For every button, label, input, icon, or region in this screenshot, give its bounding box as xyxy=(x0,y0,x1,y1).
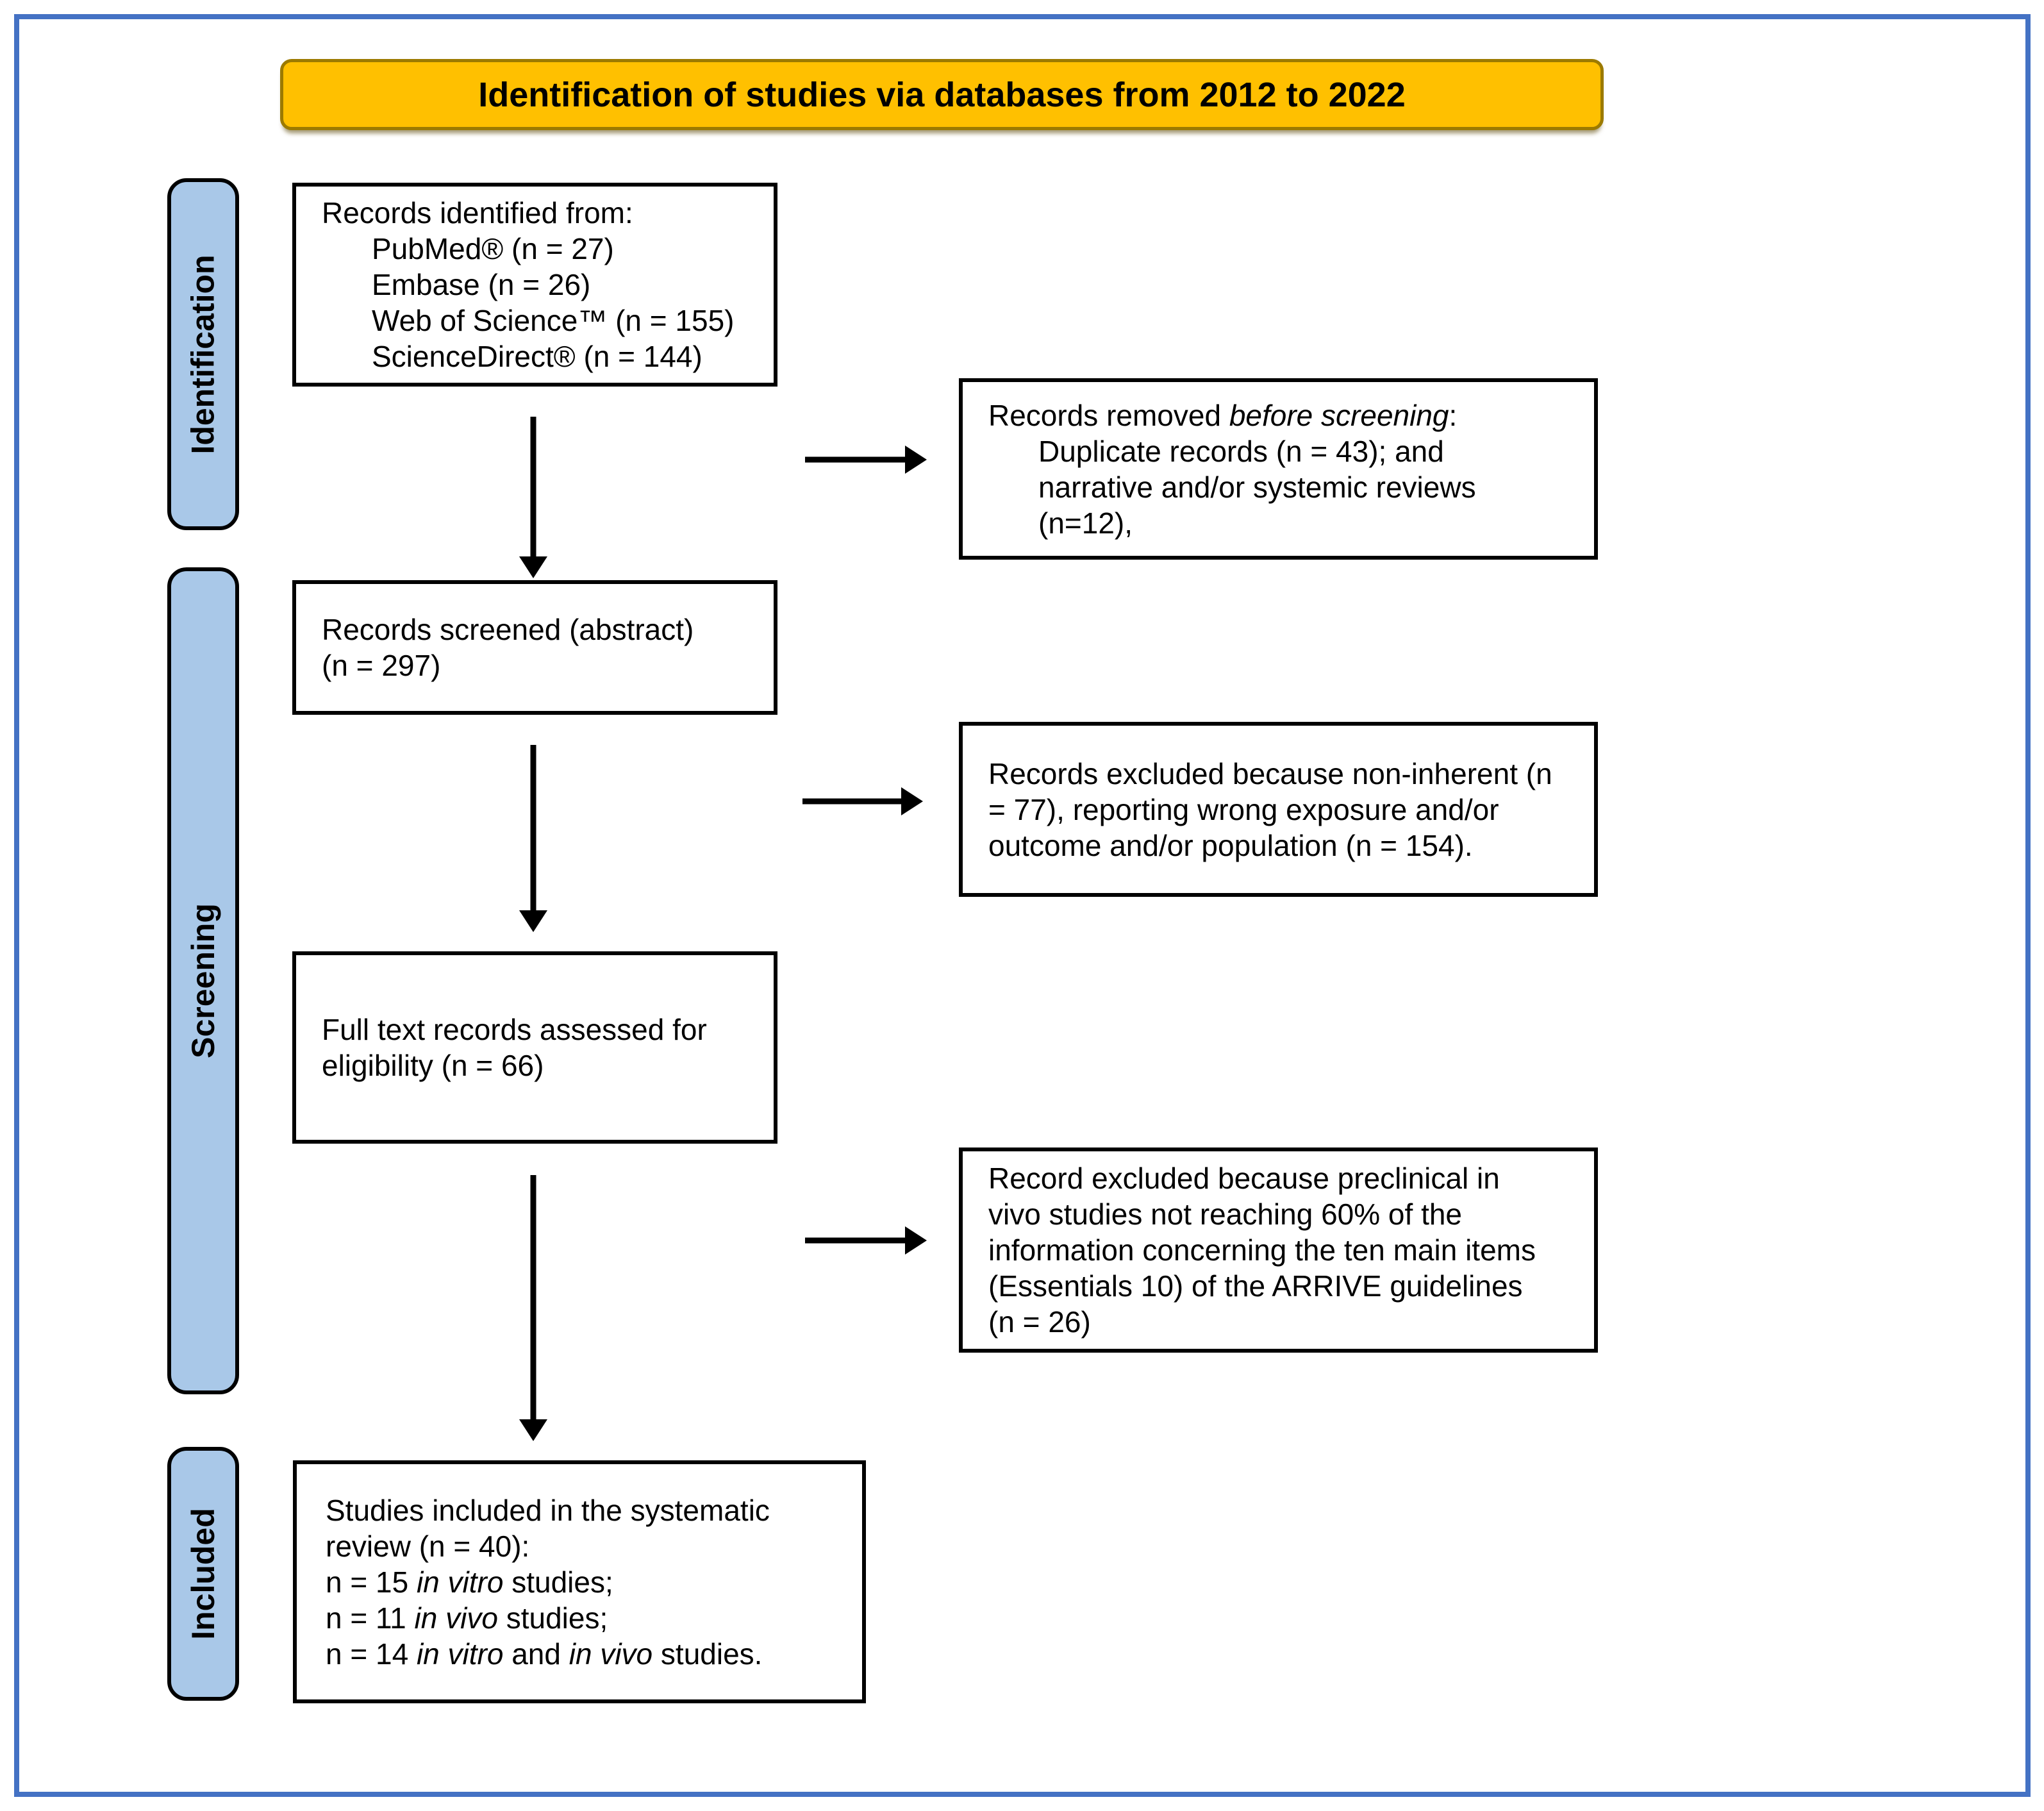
text-line: = 77), reporting wrong exposure and/or xyxy=(988,792,1499,826)
text-line: Duplicate records (n = 43); and xyxy=(1038,434,1444,468)
text-line: Records excluded because non-inherent (n xyxy=(988,756,1552,790)
right-arrow-3 xyxy=(805,1226,927,1255)
stage-label-included: Included xyxy=(167,1447,239,1701)
text-line: ScienceDirect® (n = 144) xyxy=(372,340,702,373)
text-line: Studies included in the systematic xyxy=(326,1493,770,1527)
text-line: Full text records assessed for xyxy=(322,1013,707,1046)
text-line: Record excluded because preclinical in xyxy=(988,1162,1500,1195)
text-line: Records removed before screening: xyxy=(988,398,1458,432)
text-line: n = 15 in vitro studies; xyxy=(326,1565,613,1599)
down-arrow-2 xyxy=(519,745,547,932)
text-line: vivo studies not reaching 60% of the xyxy=(988,1198,1463,1231)
text-line: Records screened (abstract) xyxy=(322,613,694,646)
text-line: PubMed® (n = 27) xyxy=(372,232,614,265)
stage-label-screening: Screening xyxy=(167,567,239,1394)
right-arrow-2 xyxy=(802,787,923,815)
text-line: n = 11 in vivo studies; xyxy=(326,1601,608,1635)
down-arrow-3 xyxy=(519,1175,547,1441)
text-line: Records identified from: xyxy=(322,196,633,230)
text-line: (n = 26) xyxy=(988,1305,1091,1339)
text-line: outcome and/or population (n = 154). xyxy=(988,828,1473,862)
outer-frame xyxy=(14,14,2031,1797)
right-arrow-1 xyxy=(805,446,927,474)
box-records-removed-before-screening: Records removed before screening:Duplica… xyxy=(959,378,1598,560)
box-records-identified: Records identified from:PubMed® (n = 27)… xyxy=(292,183,777,387)
text-line: information concerning the ten main item… xyxy=(988,1233,1536,1267)
text-line: eligibility (n = 66) xyxy=(322,1049,544,1082)
text-line: review (n = 40): xyxy=(326,1529,530,1563)
title-text: Identification of studies via databases … xyxy=(478,75,1406,114)
text-line: (Essentials 10) of the ARRIVE guidelines xyxy=(988,1269,1523,1303)
text-line: Web of Science™ (n = 155) xyxy=(372,304,735,337)
text-line: (n = 297) xyxy=(322,649,441,682)
text-line: n = 14 in vitro and in vivo studies. xyxy=(326,1637,763,1671)
text-line: (n=12), xyxy=(1038,506,1133,540)
stage-label-identification: Identification xyxy=(167,178,239,530)
down-arrow-1 xyxy=(519,417,547,578)
box-records-screened: Records screened (abstract)(n = 297) xyxy=(292,580,777,715)
box-records-excluded: Records excluded because non-inherent (n… xyxy=(959,722,1598,897)
text-line: narrative and/or systemic reviews xyxy=(1038,470,1476,504)
text-line: Embase (n = 26) xyxy=(372,268,591,301)
title-banner: Identification of studies via databases … xyxy=(280,59,1604,130)
